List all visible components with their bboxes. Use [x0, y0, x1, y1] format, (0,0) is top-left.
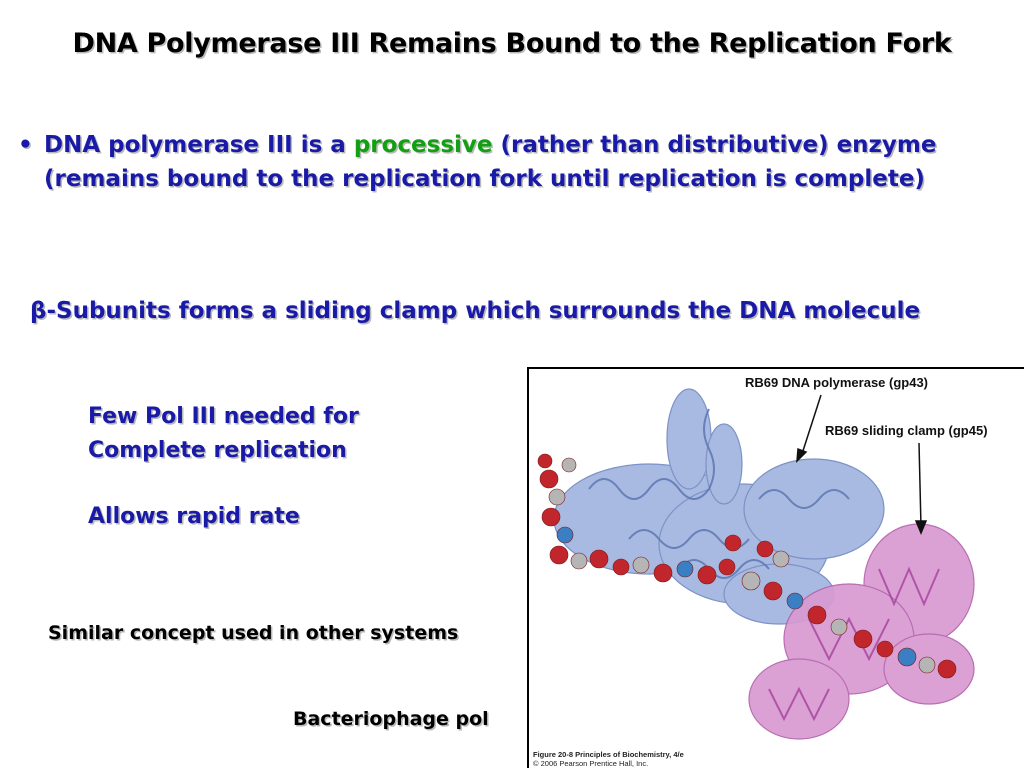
bullet-text-after: (rather than distributive) enzyme (remai… [44, 132, 937, 192]
protein-structure-illustration [537, 388, 975, 740]
beta-text: -Subunits forms a sliding clamp which su… [46, 298, 921, 324]
bullet-marker: • [18, 132, 33, 158]
highlight-processive: processive [353, 132, 493, 158]
clamp-sheets [768, 566, 940, 722]
bullet-point: • DNA polymerase III is a processive (ra… [18, 128, 978, 196]
label-sliding-clamp: RB69 sliding clamp (gp45) [825, 423, 988, 438]
figure-copyright: © 2006 Pearson Prentice Hall, Inc. [533, 759, 649, 768]
label-polymerase: RB69 DNA polymerase (gp43) [745, 375, 929, 390]
polymerase-helices [588, 408, 850, 579]
dna-spacefill [537, 453, 957, 679]
label-arrows [796, 394, 928, 535]
note-line-1: Few Pol III needed for [88, 404, 359, 429]
few-pol-note: Few Pol III needed for Complete replicat… [88, 400, 359, 468]
rapid-rate-note: Allows rapid rate [88, 504, 300, 529]
similar-concept-note: Similar concept used in other systems [48, 622, 459, 644]
note-line-2: Complete replication [88, 438, 347, 463]
protein-structure-figure: RB69 DNA polymerase (gp43) RB69 sliding … [527, 367, 1024, 768]
bullet-text-before: DNA polymerase III is a [44, 132, 354, 158]
bacteriophage-label: Bacteriophage pol [293, 708, 489, 730]
figure-caption: Figure 20-8 Principles of Biochemistry, … [533, 750, 684, 759]
beta-symbol: β [30, 298, 47, 324]
sliding-clamp-ribbons [748, 523, 975, 740]
slide-title: DNA Polymerase III Remains Bound to the … [72, 28, 952, 59]
beta-subunit-line: β-Subunits forms a sliding clamp which s… [30, 298, 920, 324]
bullet-text: DNA polymerase III is a processive (rath… [44, 128, 978, 196]
